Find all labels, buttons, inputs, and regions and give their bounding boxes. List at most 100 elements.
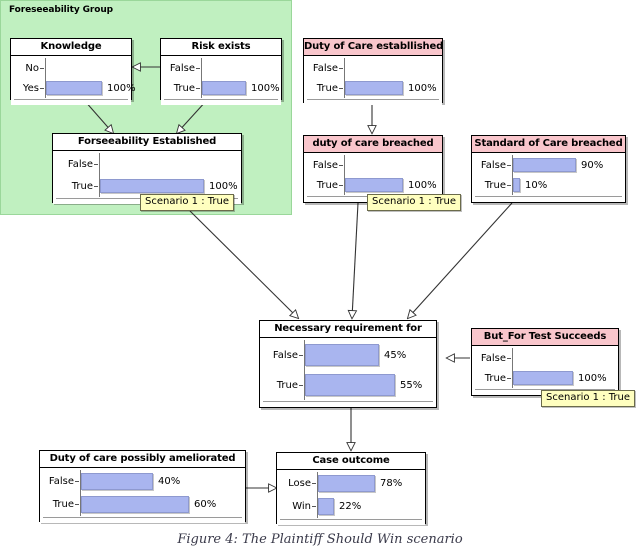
edge-standard-breached-to-necessary — [408, 202, 513, 318]
node-knowledge[interactable]: Knowledge No Yes 100% — [10, 38, 136, 105]
axis-tick — [339, 67, 343, 69]
probability-value: 100% — [408, 179, 437, 191]
state-row: False — [53, 153, 241, 175]
probability-value: 78% — [380, 478, 403, 489]
bar-area — [344, 58, 442, 78]
node-body: False True 100% — [472, 346, 618, 395]
bar-area: 60% — [80, 493, 245, 516]
bar-area: 100% — [201, 78, 281, 98]
bar-area: 90% — [512, 155, 625, 175]
state-label: Yes — [22, 82, 39, 94]
bar-area: 40% — [80, 470, 245, 493]
state-label: No — [25, 62, 39, 74]
probability-bar — [81, 473, 153, 490]
node-title: Case outcome — [277, 453, 425, 470]
axis-tick — [299, 384, 303, 386]
state-row: False — [472, 348, 618, 368]
probability-bar — [318, 498, 334, 515]
node-standard-of-care-breached[interactable]: Standard of Care breached False 90% True… — [471, 135, 626, 203]
state-row: True 100% — [53, 175, 241, 197]
node-body: False True 100% — [161, 56, 281, 105]
node-duty-of-care-breached[interactable]: duty of care breached False True 100% — [303, 135, 443, 203]
axis-tick — [40, 67, 44, 69]
state-label: False — [272, 349, 298, 361]
probability-bar — [305, 374, 395, 396]
node-title: Necessary requirement for — [260, 321, 436, 338]
state-label: Lose — [288, 478, 311, 489]
bar-area: 78% — [317, 472, 425, 495]
axis-tick — [339, 87, 343, 89]
node-duty-of-care-possibly-ameliorated[interactable]: Duty of care possibly ameliorated False … — [39, 450, 246, 523]
bar-area — [201, 58, 281, 78]
axis-tick — [196, 87, 200, 89]
bar-area — [45, 58, 131, 78]
state-label: False — [312, 159, 338, 171]
bar-area: 45% — [304, 340, 436, 370]
node-title: Knowledge — [11, 39, 131, 56]
probability-bar — [345, 81, 403, 95]
axis-tick — [94, 185, 98, 187]
state-label: True — [276, 379, 298, 391]
probability-value: 55% — [400, 379, 423, 391]
axis-tick — [196, 67, 200, 69]
node-title: Risk exists — [161, 39, 281, 56]
probability-value: 100% — [578, 372, 607, 384]
node-case-outcome[interactable]: Case outcome Lose 78% Win 22% — [276, 452, 426, 525]
node-title: Duty of care possibly ameliorated — [40, 451, 245, 468]
node-footline — [475, 196, 622, 200]
state-row: No — [11, 58, 131, 78]
node-body: False True 100% — [304, 56, 442, 105]
bar-area: 100% — [512, 368, 618, 388]
node-title: But_For Test Succeeds — [472, 329, 618, 346]
bar-area — [344, 155, 442, 175]
probability-bar — [202, 81, 246, 95]
node-risk-exists[interactable]: Risk exists False True 100% — [160, 38, 282, 105]
state-row: False — [304, 58, 442, 78]
state-row: False — [304, 155, 442, 175]
state-label: Win — [292, 501, 311, 512]
state-row: Win 22% — [277, 495, 425, 518]
axis-tick — [507, 357, 511, 359]
scenario-badge-duty-breached[interactable]: Scenario 1 : True — [367, 194, 461, 211]
node-foreseeability-established[interactable]: Forseeability Established False True 100… — [52, 133, 242, 204]
axis-tick — [339, 184, 343, 186]
state-label: True — [316, 82, 338, 94]
probability-value: 40% — [158, 476, 181, 487]
probability-bar — [46, 81, 102, 95]
node-footline — [307, 99, 439, 103]
state-label: True — [71, 180, 93, 192]
state-row: True 55% — [260, 370, 436, 400]
axis-tick — [40, 87, 44, 89]
bar-area: 100% — [344, 175, 442, 195]
node-duty-of-care-established[interactable]: Duty of Care establlished False True 100… — [303, 38, 443, 105]
scenario-badge-foreseeability[interactable]: Scenario 1 : True — [140, 194, 234, 211]
scenario-badge-but-for[interactable]: Scenario 1 : True — [541, 390, 635, 407]
axis-tick — [507, 377, 511, 379]
node-body: False 40% True 60% — [40, 468, 245, 523]
node-footline — [475, 389, 615, 393]
node-but-for-test-succeeds[interactable]: But_For Test Succeeds False True 100% — [471, 328, 619, 396]
probability-value: 60% — [194, 499, 217, 510]
edge-duty-breached-to-necessary — [352, 202, 359, 318]
axis-tick — [507, 164, 511, 166]
state-row: Yes 100% — [11, 78, 136, 98]
figure-caption: Figure 4: The Plaintiff Should Win scena… — [177, 532, 463, 547]
state-label: True — [173, 82, 195, 94]
axis-tick — [75, 481, 79, 482]
axis-tick — [507, 184, 511, 186]
probability-bar — [513, 158, 576, 172]
state-row: False 90% — [472, 155, 625, 175]
probability-bar — [81, 496, 189, 513]
bar-area: 100% — [99, 175, 241, 197]
state-row: True 100% — [304, 78, 442, 98]
probability-bar — [345, 178, 403, 192]
node-body: False True 100% — [304, 153, 442, 202]
probability-value: 100% — [209, 180, 238, 192]
probability-value: 90% — [581, 159, 604, 171]
node-footline — [263, 401, 433, 405]
bar-area: 55% — [304, 370, 436, 400]
node-necessary-requirement-for[interactable]: Necessary requirement for False 45% True… — [259, 320, 437, 408]
state-row: True 100% — [161, 78, 281, 98]
bar-area: 100% — [45, 78, 136, 98]
probability-value: 100% — [107, 82, 136, 94]
